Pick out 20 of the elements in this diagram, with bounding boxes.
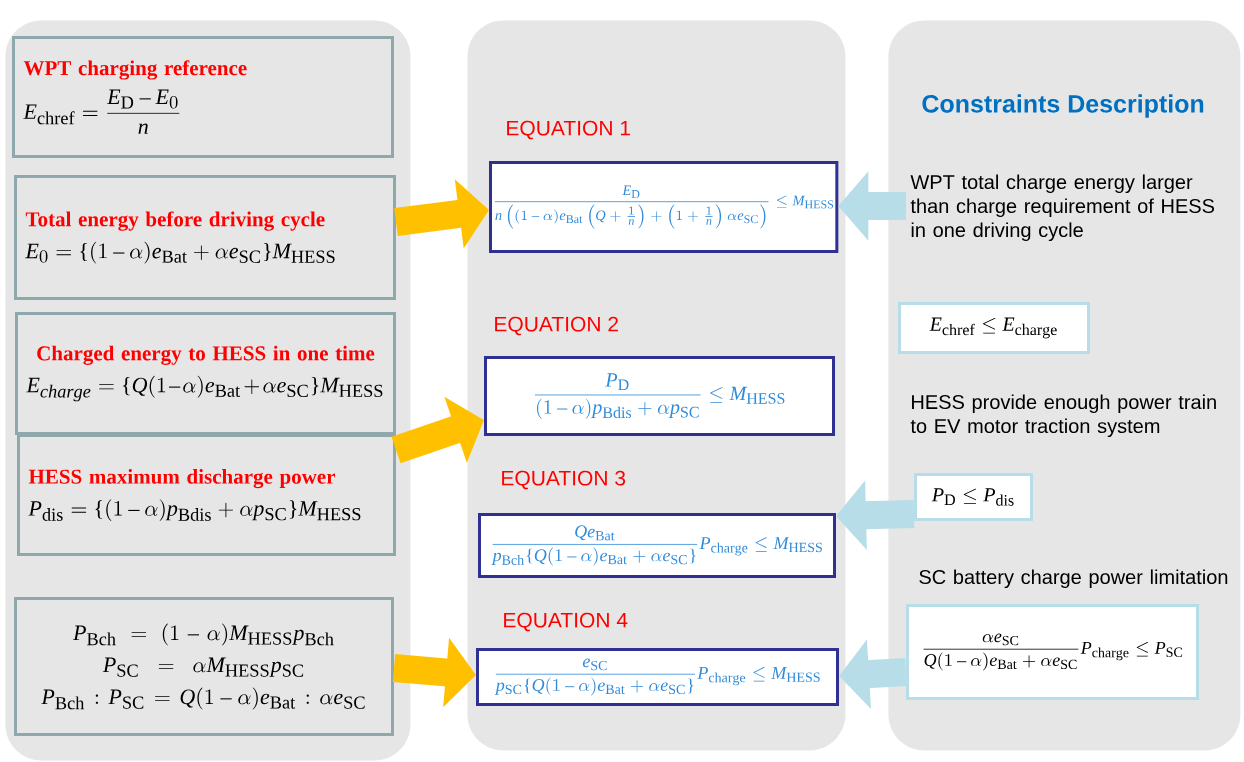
description-text: HESS provide enough power train to EV motor traction system — [910, 394, 1216, 438]
equation-heading: EQUATION 4 — [504, 612, 628, 632]
equation-heading: EQUATION 3 — [502, 470, 626, 490]
equation-box: $\frac{P_{\mathrm{D}}}{(1-\alpha)p_{\mathrm{Bdis}}+\alpha p_{\mathrm{SC}}}\le M_{\mathrm{HESS}}$ — [484, 356, 835, 436]
equation-box: $\frac{Qe_{\mathrm{Bat}}}{p_{\mathrm{Bch}}\{Q(1-\alpha)e_{\mathrm{Bat}}+\alpha e_{\mathrm{SC}}\}}P_{\mathrm{charge}}\le M_{\mathrm{HESS}}$ — [478, 513, 836, 578]
formula-box: Charged energy to HESS in one time $E_{charge}=\{Q(1-\alpha)e_{\mathrm{Bat}}+\alpha e_{\mathrm{SC}}\}M_{\mathrm{HESS}}$ — [15, 312, 396, 435]
constraint-box: $\frac{\alpha e_{\mathrm{SC}}}{Q(1-\alpha)e_{\mathrm{Bat}}+\alpha e_{\mathrm{SC}}}P_{\mathrm{charge}}\le P_{\mathrm{SC}}$ — [906, 604, 1199, 700]
equation-heading: EQUATION 1 — [507, 120, 630, 140]
constraint-box: $E_{\mathrm{chref}}\le E_{\mathrm{charge}}$ — [898, 302, 1090, 354]
panel-title: Constraints Description — [922, 94, 1204, 118]
description-text: WPT total charge energy larger than charge requirement of HESS in one driving cycle — [910, 174, 1215, 242]
equation-box: $\frac{e_{\mathrm{SC}}}{p_{\mathrm{SC}}\{Q(1-\alpha)e_{\mathrm{Bat}}+\alpha e_{\mathrm{SC}}\}}P_{\mathrm{charge}}\le M_{\mathrm{HESS}}$ — [476, 648, 839, 706]
description-text: SC battery charge power limitation — [919, 569, 1228, 589]
equation-box: $\frac{E_{\mathrm{D}}}{n\left((1-\alpha)e_{\mathrm{Bat}}\left(Q+\frac{1}{n}\right)+\left(1+\frac{1}{n}\right)\alpha e_{\mathrm{SC}}\right)}\le M_{\mathrm{HESS}}$ — [489, 161, 839, 253]
formula-box: WPT charging reference $E_{\mathrm{chref}}=\frac{E_{\mathrm{D}}-E_{0}}{n}$ — [12, 36, 394, 158]
equation-heading: EQUATION 2 — [495, 316, 618, 336]
formula-box: Total energy before driving cycle $E_{0}=\{(1-\alpha)e_{\mathrm{Bat}}+\alpha e_{\mathrm{SC}}\}M_{\mathrm{HESS}}$ — [14, 175, 396, 300]
constraint-box: $P_{\mathrm{D}}\le P_{\mathrm{dis}}$ — [914, 473, 1033, 521]
formula-box: HESS maximum discharge power $P_{\mathrm{dis}}=\{(1-\alpha)p_{\mathrm{Bdis}}+\alpha p_{\mathrm{SC}}\}M_{\mathrm{HESS}}$ — [17, 434, 396, 556]
formula-box: $P_{\mathrm{Bch}}=(1-\alpha)M_{\mathrm{HESS}}p_{\mathrm{Bch}}$ $P_{\mathrm{SC}}=\alpha M_{\mathrm{HESS}}p_{\mathrm{SC}}$ $P_{\mathrm{Bch}}:P_{\mathrm{SC}}=Q(1-\alpha)e_{\mathrm{Bat}}:\alpha e_{\mathrm{SC}}$ — [14, 597, 394, 736]
